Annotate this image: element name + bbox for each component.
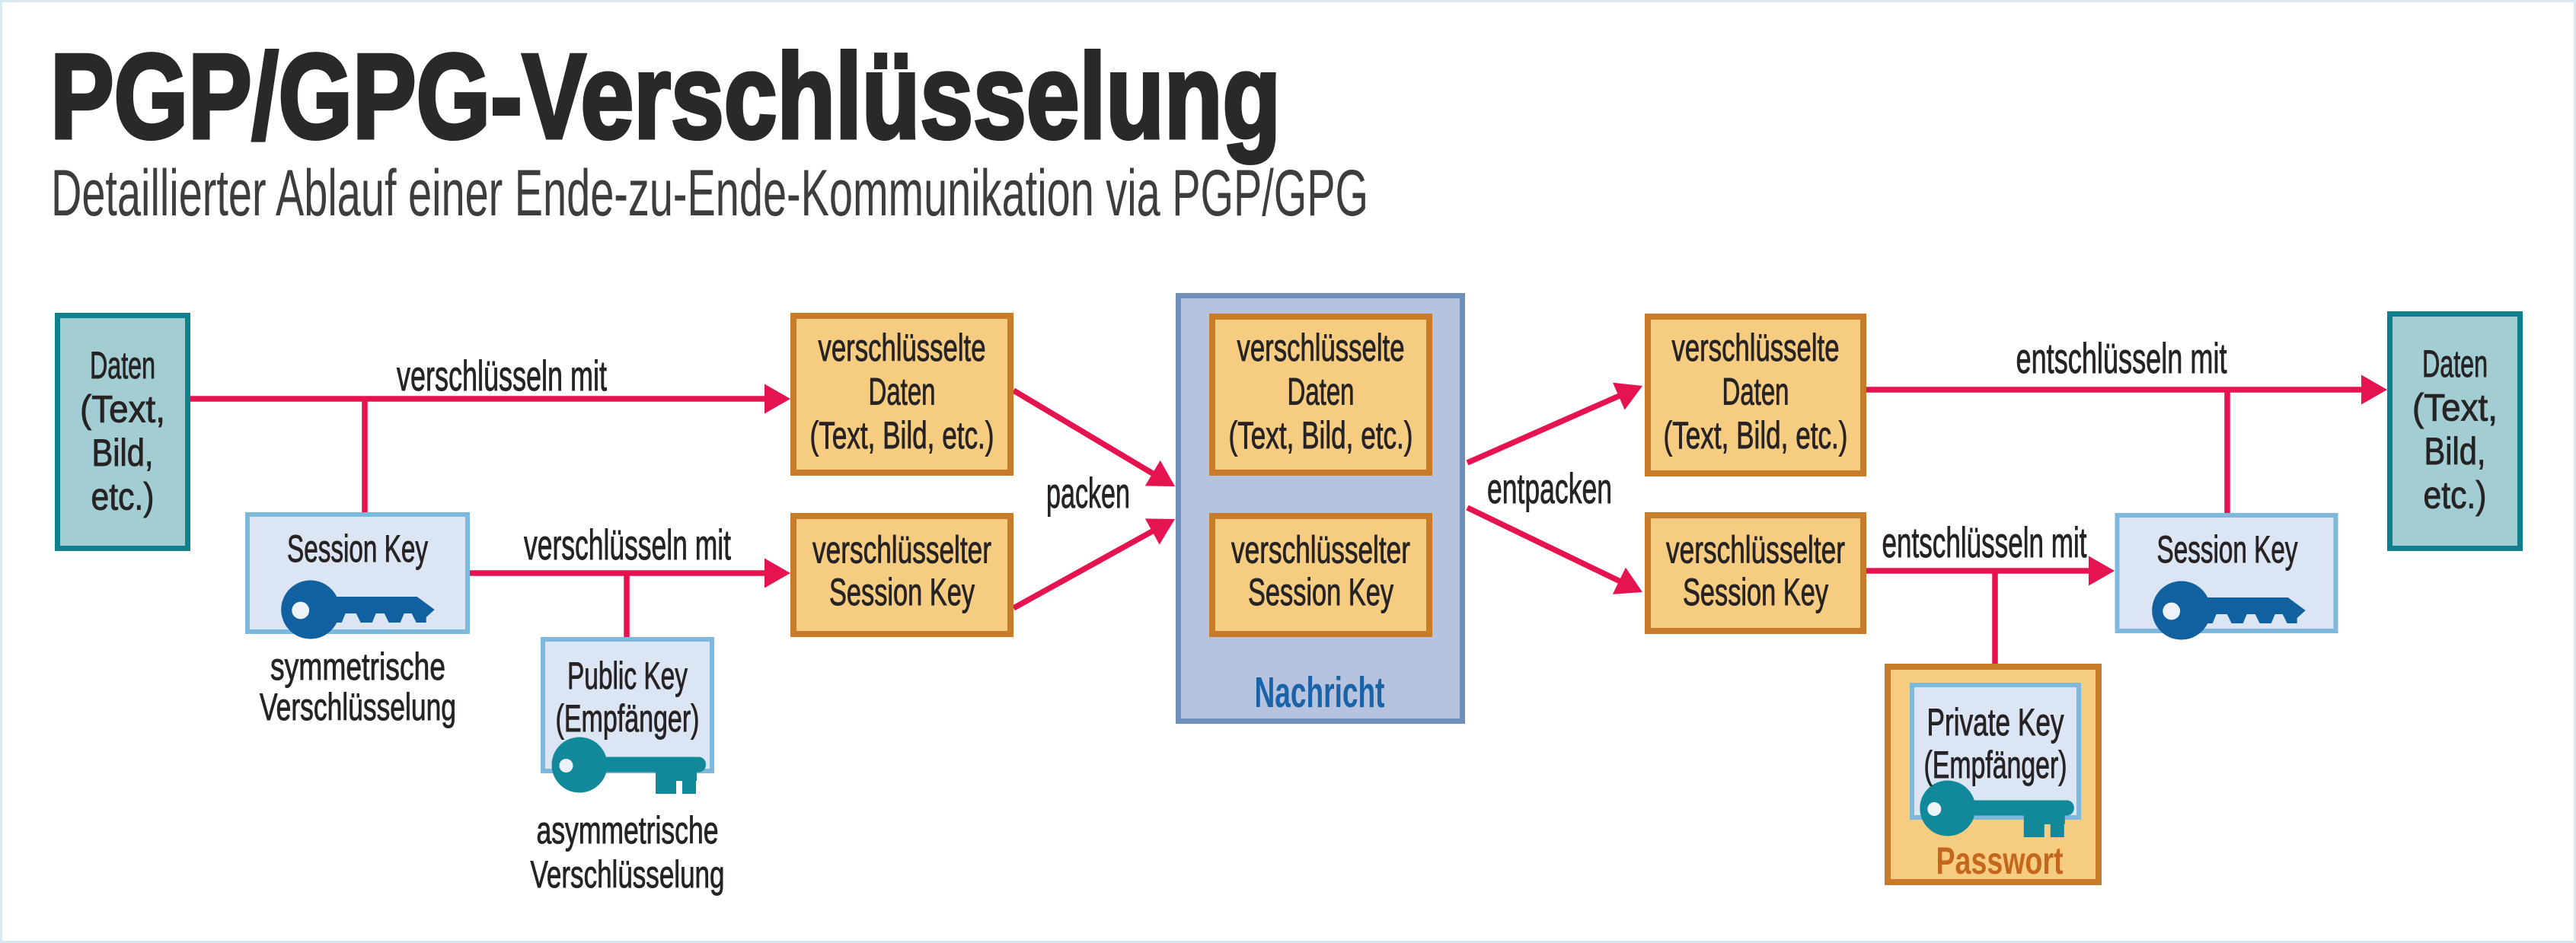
svg-text:Session Key: Session Key <box>2157 528 2298 571</box>
svg-text:entschlüsseln mit: entschlüsseln mit <box>2016 334 2227 382</box>
svg-text:verschlüsselte: verschlüsselte <box>1237 327 1405 369</box>
svg-text:Session Key: Session Key <box>829 571 975 613</box>
svg-text:etc.): etc.) <box>91 476 155 518</box>
svg-text:symmetrische: symmetrische <box>270 645 445 688</box>
svg-text:verschlüsseln mit: verschlüsseln mit <box>524 521 731 569</box>
svg-text:Verschlüsselung: Verschlüsselung <box>260 686 456 728</box>
svg-text:Verschlüsselung: Verschlüsselung <box>531 853 725 896</box>
svg-text:Private Key: Private Key <box>1927 701 2064 744</box>
svg-text:Daten: Daten <box>2422 342 2488 385</box>
svg-text:asymmetrische: asymmetrische <box>537 809 719 852</box>
svg-text:Daten: Daten <box>869 371 936 413</box>
svg-text:Nachricht: Nachricht <box>1255 668 1385 717</box>
svg-text:Session Key: Session Key <box>1683 571 1828 613</box>
svg-text:Daten: Daten <box>1288 371 1355 413</box>
svg-text:Bild,: Bild, <box>92 432 154 474</box>
svg-text:Daten: Daten <box>1722 371 1789 413</box>
svg-text:Session Key: Session Key <box>1248 571 1393 613</box>
svg-text:Public Key: Public Key <box>567 655 688 697</box>
svg-text:(Text,: (Text, <box>80 388 165 431</box>
svg-text:verschlüsselte: verschlüsselte <box>1672 327 1840 369</box>
svg-text:Session Key: Session Key <box>287 527 428 570</box>
svg-text:(Text, Bild, etc.): (Text, Bild, etc.) <box>1229 414 1413 457</box>
svg-text:Bild,: Bild, <box>2424 430 2486 473</box>
svg-text:PGP/GPG-Verschlüsselung: PGP/GPG-Verschlüsselung <box>50 30 1281 164</box>
svg-text:packen: packen <box>1046 469 1130 517</box>
svg-text:(Empfänger): (Empfänger) <box>556 697 700 740</box>
svg-text:Detaillierter Ablauf einer End: Detaillierter Ablauf einer Ende-zu-Ende-… <box>51 157 1368 230</box>
svg-text:Daten: Daten <box>90 344 155 387</box>
svg-text:verschlüsselter: verschlüsselter <box>812 529 991 572</box>
svg-text:verschlüsselte: verschlüsselte <box>819 327 986 369</box>
svg-text:etc.): etc.) <box>2424 474 2487 517</box>
svg-text:Passwort: Passwort <box>1936 839 2064 882</box>
svg-text:entpacken: entpacken <box>1487 464 1612 512</box>
svg-text:(Text, Bild, etc.): (Text, Bild, etc.) <box>810 414 994 457</box>
svg-text:verschlüsseln mit: verschlüsseln mit <box>397 352 607 400</box>
svg-text:(Text,: (Text, <box>2412 387 2498 429</box>
svg-text:(Text, Bild, etc.): (Text, Bild, etc.) <box>1664 414 1848 457</box>
svg-text:(Empfänger): (Empfänger) <box>1924 744 2067 786</box>
svg-text:verschlüsselter: verschlüsselter <box>1231 529 1410 572</box>
svg-text:entschlüsseln mit: entschlüsseln mit <box>1882 518 2087 566</box>
svg-text:verschlüsselter: verschlüsselter <box>1666 529 1845 572</box>
